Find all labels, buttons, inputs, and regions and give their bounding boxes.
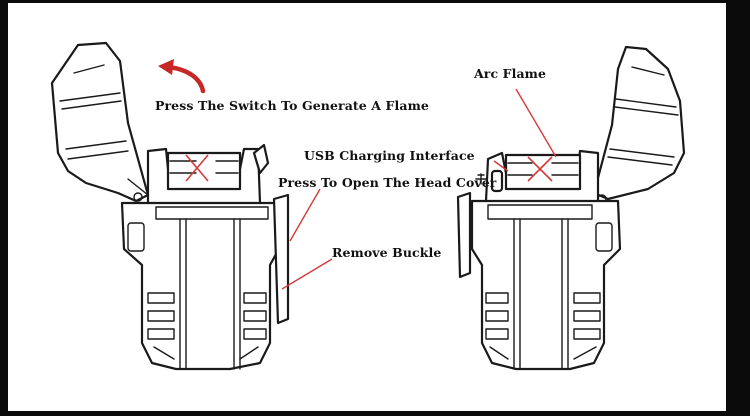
right-lighter-body <box>456 191 622 371</box>
left-lighter <box>50 41 333 371</box>
right-buckle <box>456 191 472 279</box>
usb-port <box>490 169 504 193</box>
label-usb-interface: USB Charging Interface <box>304 148 475 163</box>
left-switch <box>252 143 270 175</box>
label-press-switch: Press The Switch To Generate A Flame <box>155 98 429 113</box>
pointer-remove-buckle <box>281 258 333 290</box>
diagram-panel: Press The Switch To Generate A Flame Pre… <box>8 3 726 411</box>
right-lighter-lid <box>592 45 686 204</box>
lighter-diagram <box>50 41 686 371</box>
label-press-open: Press To Open The Head Cover <box>278 175 497 190</box>
label-remove-buckle: Remove Buckle <box>332 245 442 260</box>
left-lighter-lid <box>50 41 150 203</box>
pointer-press-open <box>289 188 321 242</box>
pointer-usb <box>493 160 509 172</box>
left-lighter-body <box>120 193 290 371</box>
left-lighter-head <box>146 143 270 205</box>
arrow-up-left-icon <box>158 59 206 94</box>
pointer-arc-flame <box>515 88 557 158</box>
right-lighter <box>456 45 686 371</box>
left-buckle <box>272 193 290 325</box>
usb-icon <box>475 173 487 185</box>
label-arc-flame: Arc Flame <box>474 66 547 81</box>
